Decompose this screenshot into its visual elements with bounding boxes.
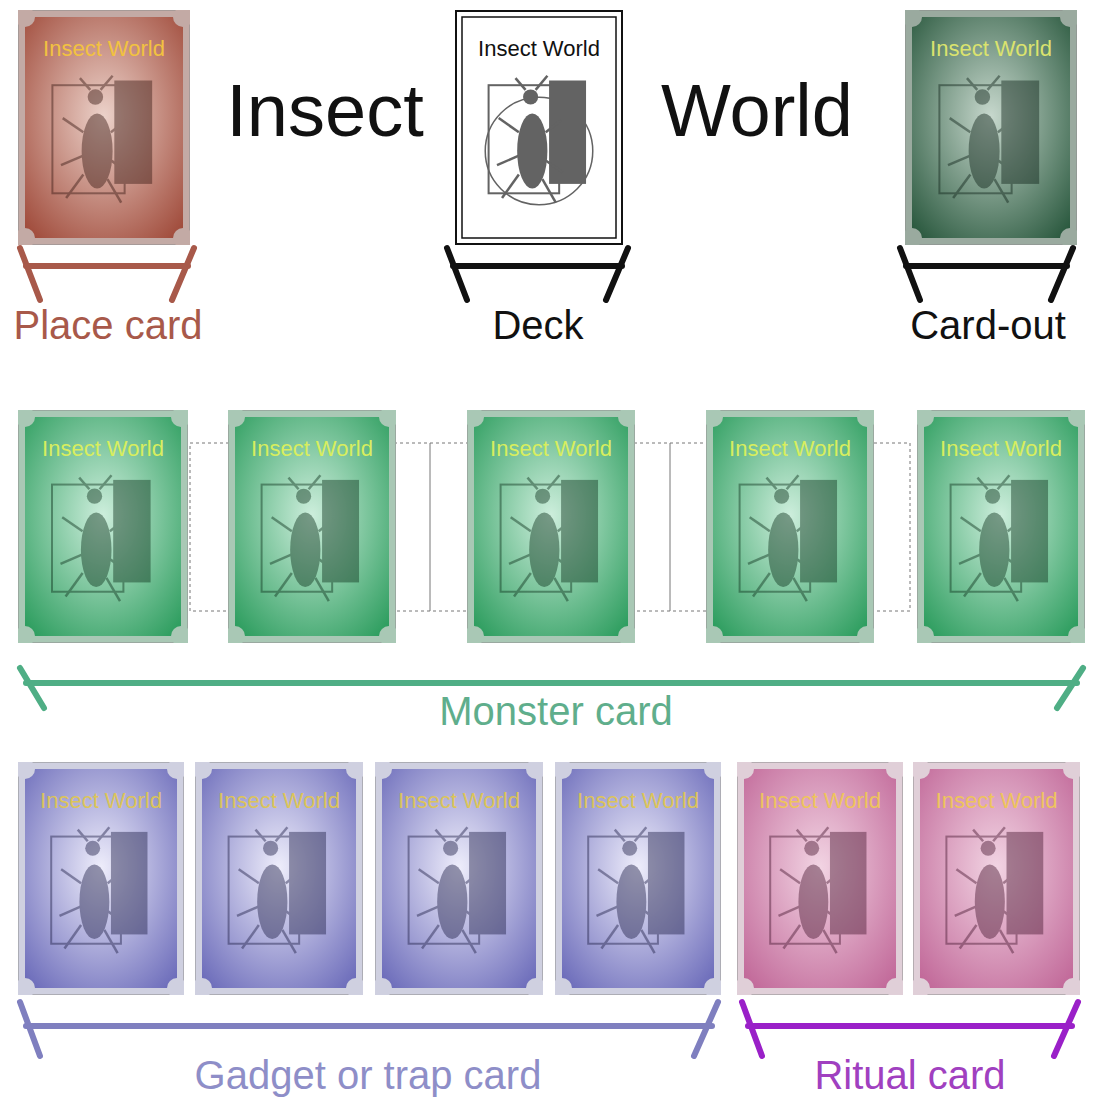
card-title: Insect World [917,410,1085,461]
title-word: World [661,68,853,153]
card-slot: Insect World [375,762,543,995]
card-title: Insect World [905,10,1077,61]
card-title: Insect World [737,762,903,813]
zone-label: Ritual card [814,1052,1005,1098]
card-slot: Insect World [18,10,190,245]
card-slot: Insect World [18,762,184,995]
card-title: Insect World [706,410,874,461]
zone-label: Place card [14,302,203,348]
card-title: Insect World [467,410,635,461]
card-title: Insect World [555,762,721,813]
insect-emblem [51,827,147,953]
card-slot: Insect World [455,10,623,245]
card-slot: Insect World [467,410,635,643]
card-title: Insect World [18,762,184,813]
card-title: Insect World [455,10,623,61]
ritual-bracket [742,1002,1078,1056]
insect-emblem [939,76,1039,203]
card-title: Insect World [18,10,190,61]
place-bracket [20,248,194,300]
title-word: Insect [226,68,423,153]
insect-emblem [951,475,1048,601]
insect-emblem [262,475,359,601]
cardout-bracket [900,248,1073,300]
card-slot: Insect World [555,762,721,995]
insect-emblem [740,475,837,601]
card-title: Insect World [195,762,363,813]
card-slot: Insect World [706,410,874,643]
card-slot: Insect World [905,10,1077,245]
card-slot: Insect World [228,410,396,643]
insect-emblem [52,76,152,203]
card-slot: Insect World [917,410,1085,643]
card-slot: Insect World [737,762,903,995]
insect-emblem [588,827,684,953]
card-slot: Insect World [18,410,188,643]
insect-emblem [409,827,506,953]
zone-label: Monster card [439,688,672,734]
gadget-bracket [20,1002,718,1056]
card-title: Insect World [375,762,543,813]
insect-emblem [52,475,151,601]
insect-emblem [946,827,1043,953]
insect-emblem [229,827,326,953]
card-title: Insect World [913,762,1080,813]
zone-label: Deck [492,302,583,348]
zone-label: Gadget or trap card [195,1052,542,1098]
insect-emblem [485,76,593,205]
zone-label: Card-out [910,302,1066,348]
deck-bracket [447,248,628,300]
insect-emblem [501,475,598,601]
insect-emblem [770,827,866,953]
card-title: Insect World [228,410,396,461]
card-title: Insect World [18,410,188,461]
card-slot: Insect World [195,762,363,995]
card-slot: Insect World [913,762,1080,995]
